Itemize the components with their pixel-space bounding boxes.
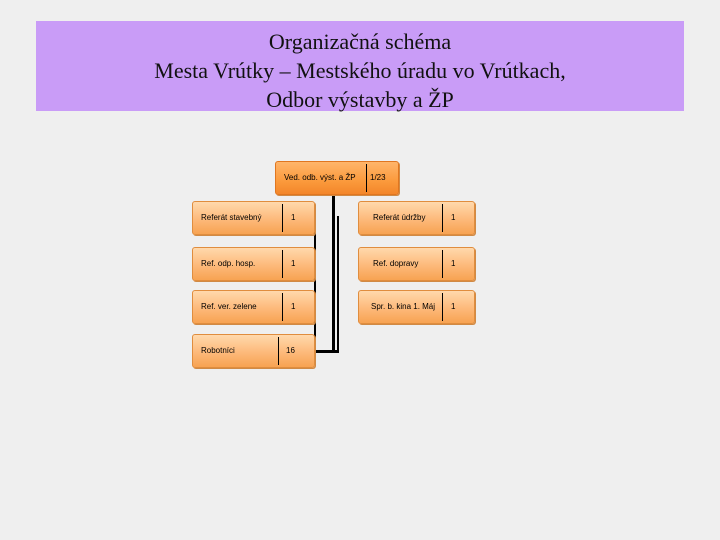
org-box-divider [282, 293, 283, 321]
connector-left-branch [314, 216, 316, 352]
org-box-left-3: Ref. ver. zelene 1 [192, 290, 315, 324]
org-box-head: Ved. odb. výst. a ŽP 1/23 [275, 161, 399, 195]
connector-right-branch [337, 216, 339, 352]
org-box-name: Spr. b. kina 1. Máj [371, 302, 436, 311]
org-box-head-count: 1/23 [370, 173, 386, 182]
org-box-divider [282, 250, 283, 278]
connector-trunk [332, 192, 335, 352]
org-box-name: Ref. ver. zelene [201, 302, 257, 311]
org-box-divider [282, 204, 283, 232]
org-box-right-1: Referát údržby 1 [358, 201, 475, 235]
org-box-count: 16 [286, 346, 295, 355]
org-box-left-1: Referát stavebný 1 [192, 201, 315, 235]
org-box-divider [366, 164, 367, 192]
org-box-left-2: Ref. odp. hosp. 1 [192, 247, 315, 281]
org-box-count: 1 [291, 302, 296, 311]
connector-bottom [314, 350, 339, 353]
org-box-count: 1 [291, 259, 296, 268]
org-box-count: 1 [451, 213, 456, 222]
org-box-divider [278, 337, 279, 365]
org-box-name: Ref. odp. hosp. [201, 259, 256, 268]
org-box-name: Ref. dopravy [373, 259, 419, 268]
org-box-name: Robotníci [201, 346, 235, 355]
org-box-name: Referát stavebný [201, 213, 262, 222]
org-box-count: 1 [451, 302, 456, 311]
title-band: Organizačná schéma Mesta Vrútky – Mestsk… [36, 21, 684, 112]
org-box-divider [442, 293, 443, 321]
org-box-count: 1 [451, 259, 456, 268]
org-box-right-2: Ref. dopravy 1 [358, 247, 475, 281]
org-box-left-4: Robotníci 16 [192, 334, 315, 368]
title-line-2: Mesta Vrútky – Mestského úradu vo Vrútka… [154, 58, 566, 83]
org-box-head-name: Ved. odb. výst. a ŽP [284, 173, 356, 182]
org-box-right-3: Spr. b. kina 1. Máj 1 [358, 290, 475, 324]
title-line-3: Odbor výstavby a ŽP [266, 87, 454, 112]
org-box-divider [442, 204, 443, 232]
org-box-count: 1 [291, 213, 296, 222]
title-line-1: Organizačná schéma [268, 29, 452, 54]
org-box-divider [442, 250, 443, 278]
org-box-name: Referát údržby [373, 213, 426, 222]
